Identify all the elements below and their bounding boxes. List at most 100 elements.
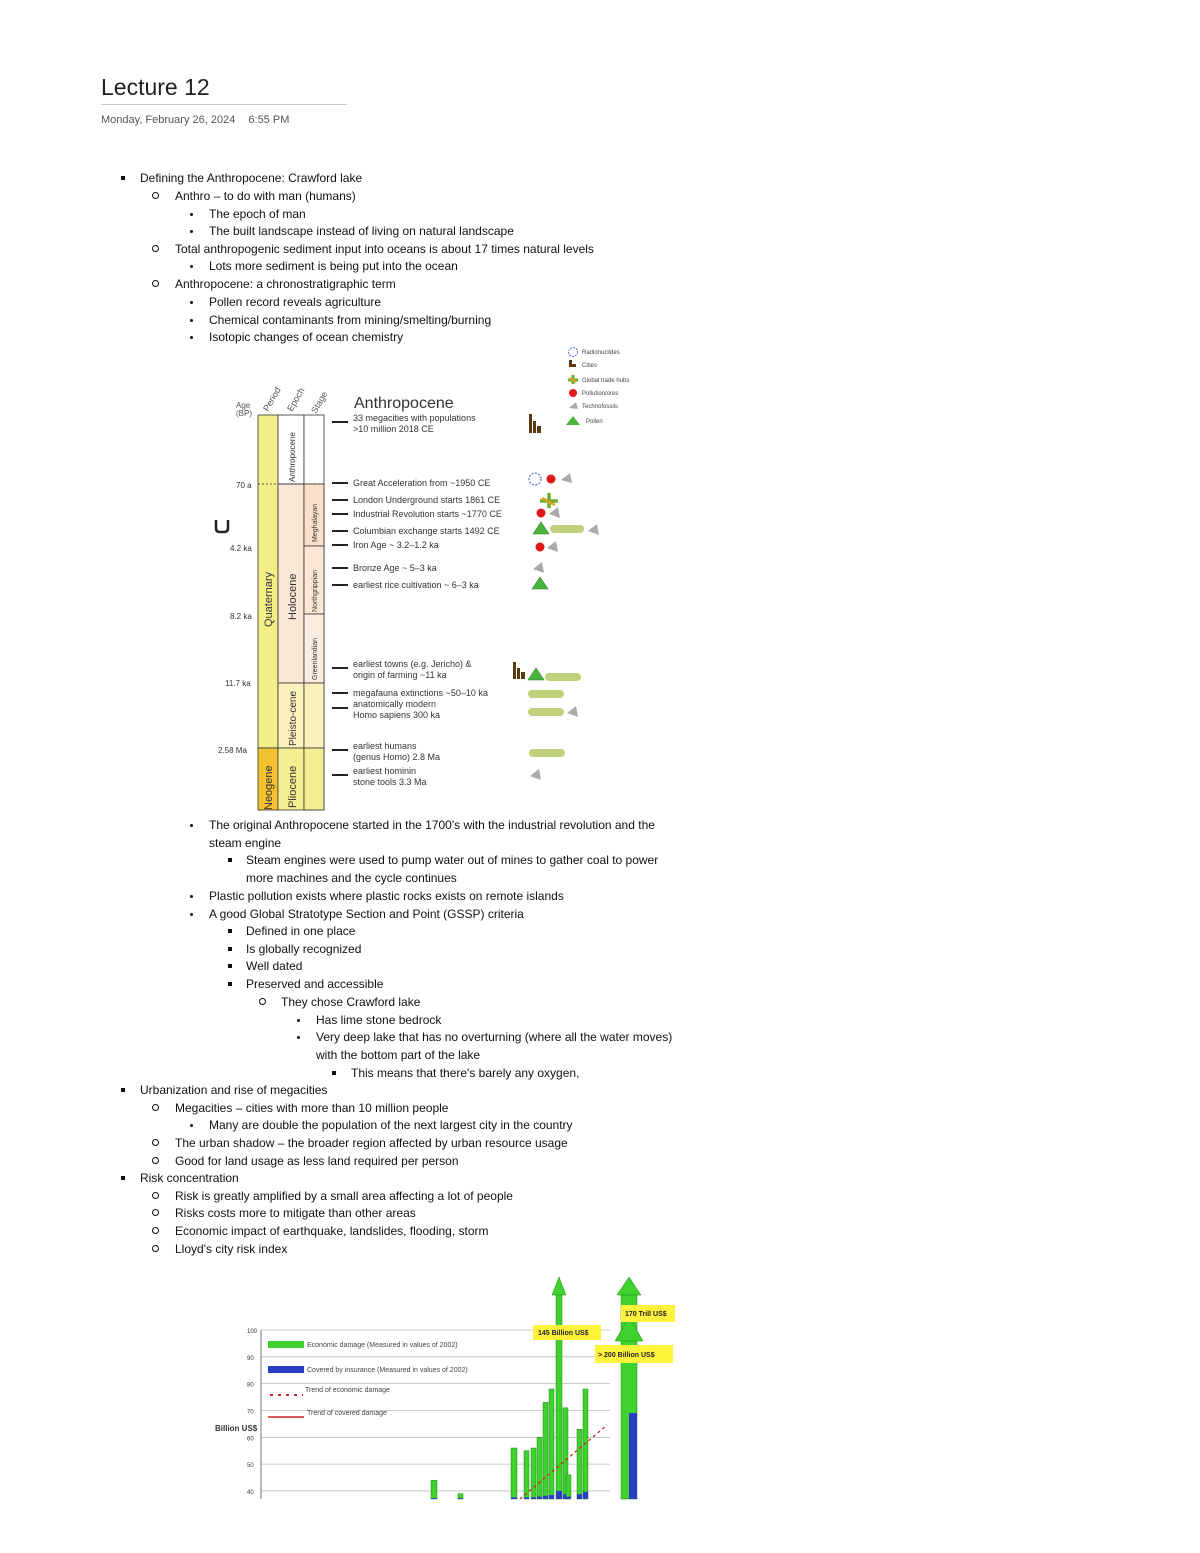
circle-bullet [147,1153,163,1170]
event-label: megafauna extinctions ~50–10 ka [353,688,488,698]
bone-icon [529,749,565,757]
page-time: 6:55 PM [248,114,290,126]
note-line: with the bottom part of the lake [316,1048,481,1062]
y-tick-label: 80 [247,1383,254,1389]
note-line: Chemical contaminants from mining/smelti… [209,313,492,327]
event-label-line2: stone tools 3.3 Ma [353,777,427,787]
circle-bullet [147,1241,163,1258]
technofossil-icon [530,769,541,780]
y-tick-label: 70 [247,1409,254,1415]
technofossil-icon [569,402,578,409]
chart-callouts: 145 Billion US$ > 200 Billion US$ 170 Tr… [533,1305,675,1363]
note-line: more machines and the cycle continues [246,871,457,885]
technofossil-icon [533,562,544,573]
square-bullet [115,1082,131,1099]
bone-icon [528,690,564,698]
dot-bullet [290,1029,306,1046]
stage-pliocene-block [303,747,325,811]
stage-meghalayan-label: Meghalayan [312,504,319,542]
event-icons [513,414,599,780]
circle-bullet [147,1100,163,1117]
legend-swatch-insured [268,1366,304,1373]
insured-damage-bar [556,1491,562,1499]
event-label-line2: (genus Homo) 2.8 Ma [353,752,440,762]
legend-insured: Covered by insurance (Measured in values… [307,1367,468,1374]
dot-bullet [183,1117,199,1134]
dot-bullet [183,817,199,834]
pollen-icon [531,576,549,590]
callout-200-box [595,1345,673,1363]
overflow-arrow-icon [614,1316,644,1342]
event-label: earliest towns (e.g. Jericho) & [353,659,472,669]
legend-pollen: Pollen [586,419,603,425]
note-line: Many are double the population of the ne… [209,1118,573,1132]
pollen-icon [527,667,545,681]
circle-bullet [147,1135,163,1152]
insured-damage-bar [537,1496,542,1499]
note-line: They chose Crawford lake [281,995,421,1009]
callout-145-box [533,1325,601,1340]
event-label: earliest hominin [353,766,416,776]
note-line: Preserved and accessible [246,977,384,991]
dot-bullet [183,329,199,346]
legend-trade-hubs: Global trade hubs [582,378,629,384]
legend-technofossils: Technofossils [582,404,618,410]
insured-damage-bar [583,1491,588,1499]
bone-icon [528,708,564,716]
insured-damage-bar [543,1495,548,1499]
event-label: Bronze Age ~ 5–3 ka [353,563,437,573]
y-tick-label: 50 [247,1463,254,1469]
note-line: Total anthropogenic sediment input into … [175,242,594,256]
insured-damage-bar [549,1495,554,1499]
note-line: This means that there's barely any oxyge… [351,1066,580,1080]
chart-ylabel: Billion US$ [215,1424,258,1433]
note-line: Defining the Anthropocene: Crawford lake [140,171,363,185]
callout-170-box [621,1305,675,1322]
page-date: Monday, February 26, 2024 [101,114,236,126]
note-line: Plastic pollution exists where plastic r… [209,889,564,903]
note-line: Pollen record reveals agriculture [209,295,382,309]
square-bullet [326,1065,342,1082]
technofossil-icon [561,473,572,483]
note-line: Economic impact of earthquake, landslide… [175,1224,489,1238]
circle-bullet [147,188,163,205]
overflow-arrow-icon [616,1276,642,1296]
pollen-icon [532,521,550,535]
epoch-anthropocene-label: Anthropocene [288,432,297,482]
square-bullet [222,852,238,869]
page-datetime: Monday, February 26, 2024 6:55 PM [101,114,299,126]
chart-legend: Economic damage (Measured in values of 2… [268,1341,468,1418]
insured-damage-bar [566,1496,571,1499]
circle-bullet [147,1223,163,1240]
callout-170: 170 Trill US$ [625,1311,667,1318]
note-line: Risks costs more to mitigate than other … [175,1206,416,1220]
circle-bullet [147,1188,163,1205]
economic-damage-bar [542,1402,549,1500]
event-label-line2: Homo sapiens 300 ka [353,710,440,720]
y-tick-label: 60 [247,1436,254,1442]
legend-swatch-economic [268,1341,304,1348]
square-bullet [222,958,238,975]
legend-economic: Economic damage (Measured in values of 2… [307,1342,458,1349]
note-line: Lloyd's city risk index [175,1242,288,1256]
economic-damage-bar [576,1429,583,1500]
page-title: Lecture 12 [101,74,210,100]
dot-bullet [183,258,199,275]
event-label: London Underground starts 1861 CE [353,495,500,505]
note-line: Anthro – to do with man (humans) [175,189,356,203]
radionuclides-icon [568,347,578,357]
event-label: earliest rice cultivation ~ 6–3 ka [353,580,479,590]
bone-icon [545,673,581,681]
pollution-icon [569,389,577,397]
header-stage: Stage [309,390,329,415]
economic-damage-bar [548,1388,555,1500]
legend-trend-economic: Trend of economic damage [305,1387,390,1394]
circle-bullet [254,994,270,1011]
legend-cities: Cities [582,363,597,369]
economic-damage-bar [457,1493,464,1500]
note-line: The epoch of man [209,207,306,221]
technofossil-icon [549,507,560,518]
technofossil-icon [588,524,599,535]
